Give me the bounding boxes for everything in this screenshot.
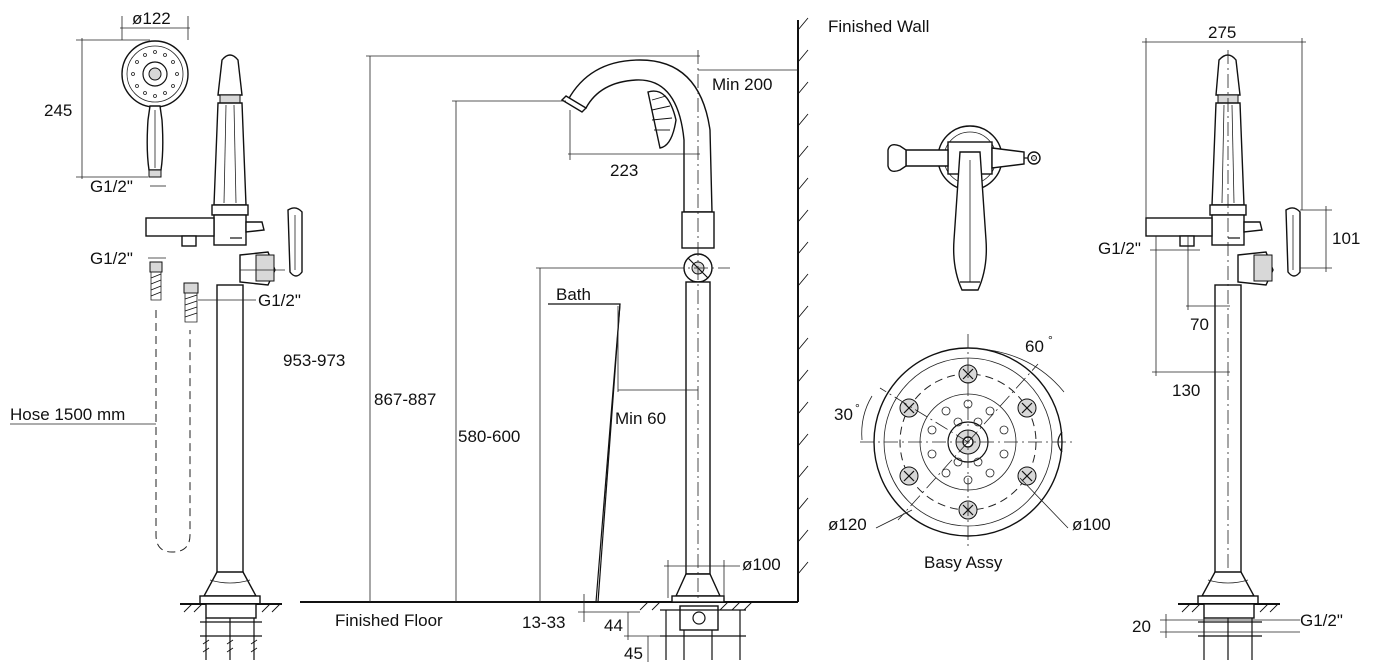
label-base-assy: Basy Assy <box>924 553 1003 572</box>
dim-base-dia-side: ø100 <box>742 555 781 574</box>
dim-below-floor-a: 44 <box>604 616 623 635</box>
dim-angle-60: 60 <box>1025 337 1044 356</box>
dim-base-dia-outer: ø120 <box>828 515 867 534</box>
dim-min-bath: Min 60 <box>615 409 666 428</box>
dim-g-handshower: G1/2" <box>90 177 133 196</box>
dim-g-right-bottom: G1/2" <box>1300 611 1343 630</box>
dim-below-floor-b: 45 <box>624 644 643 662</box>
top-view <box>887 125 1041 291</box>
right-outlet <box>1145 217 1213 237</box>
dim-head-dia: ø122 <box>132 9 171 28</box>
dim-base-dia-inner: ø100 <box>1072 515 1111 534</box>
mixer-top-knob <box>217 54 243 96</box>
mixer-column-upper <box>213 102 247 206</box>
mixer-base <box>202 571 258 597</box>
dim-g-hose-top: G1/2" <box>90 249 133 268</box>
label-finished-wall: Finished Wall <box>828 17 929 36</box>
right-front-view: 275 101 G1/2" 70 130 20 G1/2" <box>1098 23 1360 660</box>
deg-60: ° <box>1048 333 1053 347</box>
handshower-outlet <box>145 217 215 237</box>
dim-width-overall: 275 <box>1208 23 1236 42</box>
dim-spout-reach: 223 <box>610 161 638 180</box>
middle-side-view: Finished Wall Finished Floor Bath <box>283 17 929 662</box>
deg-30: ° <box>855 401 860 415</box>
spout <box>567 59 713 213</box>
dim-angle-30: 30 <box>834 405 853 424</box>
dim-g-hose-conn: G1/2" <box>258 291 301 310</box>
dim-offset-70: 70 <box>1190 315 1209 334</box>
dim-floor-gap: 13-33 <box>522 613 565 632</box>
dim-right-bottom-20: 20 <box>1132 617 1151 636</box>
dim-offset-130: 130 <box>1172 381 1200 400</box>
dim-spout-height: 867-887 <box>374 390 436 409</box>
dim-diverter-height: 580-600 <box>458 427 520 446</box>
base-assembly: 60 ° 30 ° ø120 ø100 Basy Assy <box>828 333 1111 572</box>
dim-head-height: 245 <box>44 101 72 120</box>
dim-handle-height: 101 <box>1332 229 1360 248</box>
dim-min-wall: Min 200 <box>712 75 772 94</box>
label-bath: Bath <box>556 285 591 304</box>
lever-handle <box>245 221 265 233</box>
label-finished-floor: Finished Floor <box>335 611 443 630</box>
label-hose: Hose 1500 mm <box>10 405 125 424</box>
dim-g-right: G1/2" <box>1098 239 1141 258</box>
left-front-view: ø122 245 G1/2" <box>10 9 303 660</box>
mixer-column-lower <box>216 284 244 576</box>
hose-path <box>155 310 191 553</box>
dim-overall-height: 953-973 <box>283 351 345 370</box>
